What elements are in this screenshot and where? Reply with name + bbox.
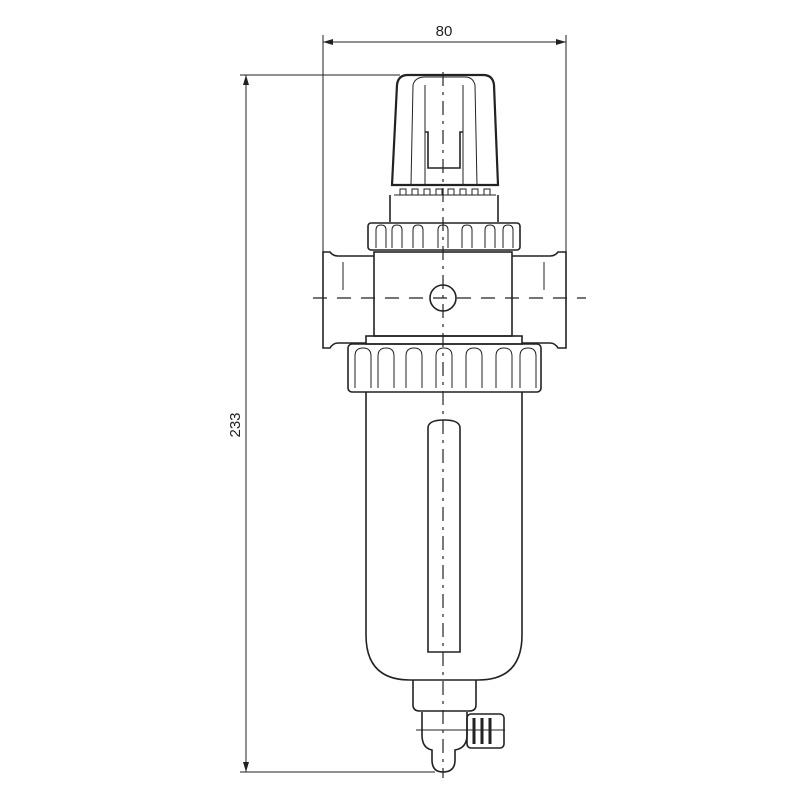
- filter-bowl: [365, 392, 523, 681]
- drain-valve: [412, 680, 505, 773]
- width-dimension: 80: [322, 23, 567, 255]
- width-label: 80: [436, 23, 453, 40]
- height-label: 233: [227, 412, 244, 437]
- height-dimension: 233: [227, 74, 435, 773]
- knob-knurl: [399, 188, 491, 195]
- bowl-ring: [347, 335, 542, 393]
- adjustment-knob: [389, 73, 500, 222]
- lock-ring: [367, 222, 521, 251]
- sight-window: [427, 419, 461, 653]
- valve-body: [313, 251, 586, 349]
